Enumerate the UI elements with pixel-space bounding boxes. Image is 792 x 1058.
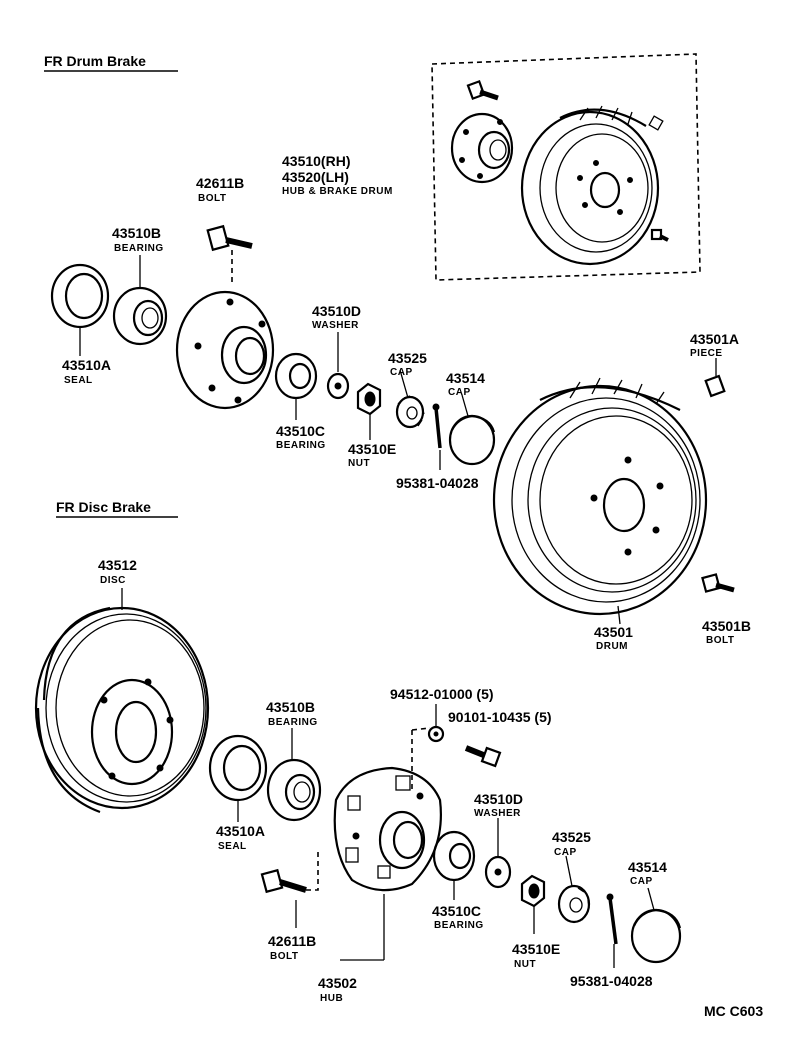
inner-bearing-bottom-number: 43510C	[432, 903, 481, 919]
outer-bearing-top-number: 43510B	[112, 225, 161, 241]
hub-brake-drum-assembly[interactable]	[431, 53, 701, 281]
cotter-pin-bottom-number: 95381-04028	[570, 973, 653, 989]
inner-bearing-top-caption: BEARING	[276, 440, 326, 451]
grease-cap-bottom-caption: CAP	[630, 876, 653, 887]
lock-cap-bottom-icon[interactable]	[557, 884, 591, 924]
hub-bolt-bottom-number: 42611B	[268, 933, 316, 949]
outer-bearing-bottom-caption: BEARING	[268, 717, 318, 728]
inner-bearing-bottom-icon[interactable]	[432, 830, 476, 882]
hub-bolt-bottom-icon[interactable]	[260, 848, 319, 894]
inner-bearing-top-number: 43510C	[276, 423, 325, 439]
drum-assembly-lh-number: 43520(LH)	[282, 169, 349, 185]
drum-assembly-caption: HUB & BRAKE DRUM	[282, 186, 393, 197]
washer-top-caption: WASHER	[312, 320, 359, 331]
outer-bearing-top-caption: BEARING	[114, 243, 164, 254]
seal-bottom-number: 43510A	[216, 823, 265, 839]
small-washer-number: 94512-01000 (5)	[390, 686, 494, 702]
hub-number: 43502	[318, 975, 357, 991]
seal-top-number: 43510A	[62, 357, 111, 373]
assembly-hub-icon	[450, 112, 514, 184]
washer-bottom-number: 43510D	[474, 791, 523, 807]
nut-bottom-icon[interactable]	[520, 874, 546, 908]
brake-drum-caption: DRUM	[596, 641, 628, 652]
cotter-pin-bottom-icon[interactable]	[606, 893, 618, 945]
lock-cap-bottom-number: 43525	[552, 829, 591, 845]
outer-bearing-bottom-icon[interactable]	[266, 758, 322, 822]
small-washer-icon[interactable]	[427, 725, 445, 743]
small-bolt-icon[interactable]	[464, 745, 502, 768]
hub-bolt-top-number: 42611B	[196, 175, 244, 191]
seal-top-icon[interactable]	[50, 263, 110, 329]
washer-bottom-caption: WASHER	[474, 808, 521, 819]
assembly-drum-icon	[520, 105, 660, 266]
brake-disc-icon[interactable]	[34, 606, 210, 814]
nut-bottom-number: 43510E	[512, 941, 560, 957]
hub-bolt-bottom-caption: BOLT	[270, 951, 298, 962]
lock-cap-top-number: 43525	[388, 350, 427, 366]
nut-top-caption: NUT	[348, 458, 370, 469]
inner-bearing-top-icon[interactable]	[274, 352, 318, 400]
hub-bolt-top-caption: BOLT	[198, 193, 226, 204]
washer-top-icon[interactable]	[326, 372, 350, 400]
small-bolt-number: 90101-10435 (5)	[448, 709, 552, 725]
grease-cap-bottom-number: 43514	[628, 859, 667, 875]
drum-assembly-rh-number: 43510(RH)	[282, 153, 350, 169]
piece-number: 43501A	[690, 331, 739, 347]
drum-bolt-caption: BOLT	[706, 635, 734, 646]
drum-brake-section-title: FR Drum Brake	[44, 53, 146, 69]
cotter-pin-top-number: 95381-04028	[396, 475, 479, 491]
nut-top-number: 43510E	[348, 441, 396, 457]
seal-bottom-icon[interactable]	[208, 734, 268, 802]
inner-bearing-bottom-caption: BEARING	[434, 920, 484, 931]
nut-bottom-caption: NUT	[514, 959, 536, 970]
brake-drum-number: 43501	[594, 624, 633, 640]
lock-cap-bottom-caption: CAP	[554, 847, 577, 858]
seal-top-caption: SEAL	[64, 375, 93, 386]
lock-cap-top-icon[interactable]	[395, 395, 425, 429]
seal-bottom-caption: SEAL	[218, 841, 247, 852]
drum-hub-icon[interactable]	[175, 290, 275, 410]
assembly-bolt-icon	[466, 79, 499, 101]
washer-top-number: 43510D	[312, 303, 361, 319]
grease-cap-bottom-icon[interactable]	[630, 908, 682, 964]
brake-disc-caption: DISC	[100, 575, 126, 586]
lock-cap-top-caption: CAP	[390, 367, 413, 378]
brake-disc-number: 43512	[98, 557, 137, 573]
disc-hub-icon[interactable]	[333, 727, 442, 892]
outer-bearing-top-icon[interactable]	[112, 286, 168, 346]
grease-cap-top-caption: CAP	[448, 387, 471, 398]
drum-bolt-number: 43501B	[702, 618, 751, 634]
piece-icon[interactable]	[704, 374, 726, 398]
nut-top-icon[interactable]	[356, 382, 382, 416]
drum-bolt-icon[interactable]	[701, 573, 735, 593]
grease-cap-top-number: 43514	[446, 370, 485, 386]
piece-caption: PIECE	[690, 348, 723, 359]
assembly-drum-bolt-icon	[650, 228, 669, 242]
disc-brake-section-title: FR Disc Brake	[56, 499, 151, 515]
outer-bearing-bottom-number: 43510B	[266, 699, 315, 715]
grease-cap-top-icon[interactable]	[448, 414, 496, 466]
hub-caption: HUB	[320, 993, 343, 1004]
washer-bottom-icon[interactable]	[484, 855, 512, 889]
hub-bolt-top-icon[interactable]	[206, 224, 253, 285]
figure-code: MC C603	[704, 1003, 763, 1019]
brake-drum-icon[interactable]	[492, 377, 708, 616]
cotter-pin-top-icon[interactable]	[432, 403, 442, 449]
